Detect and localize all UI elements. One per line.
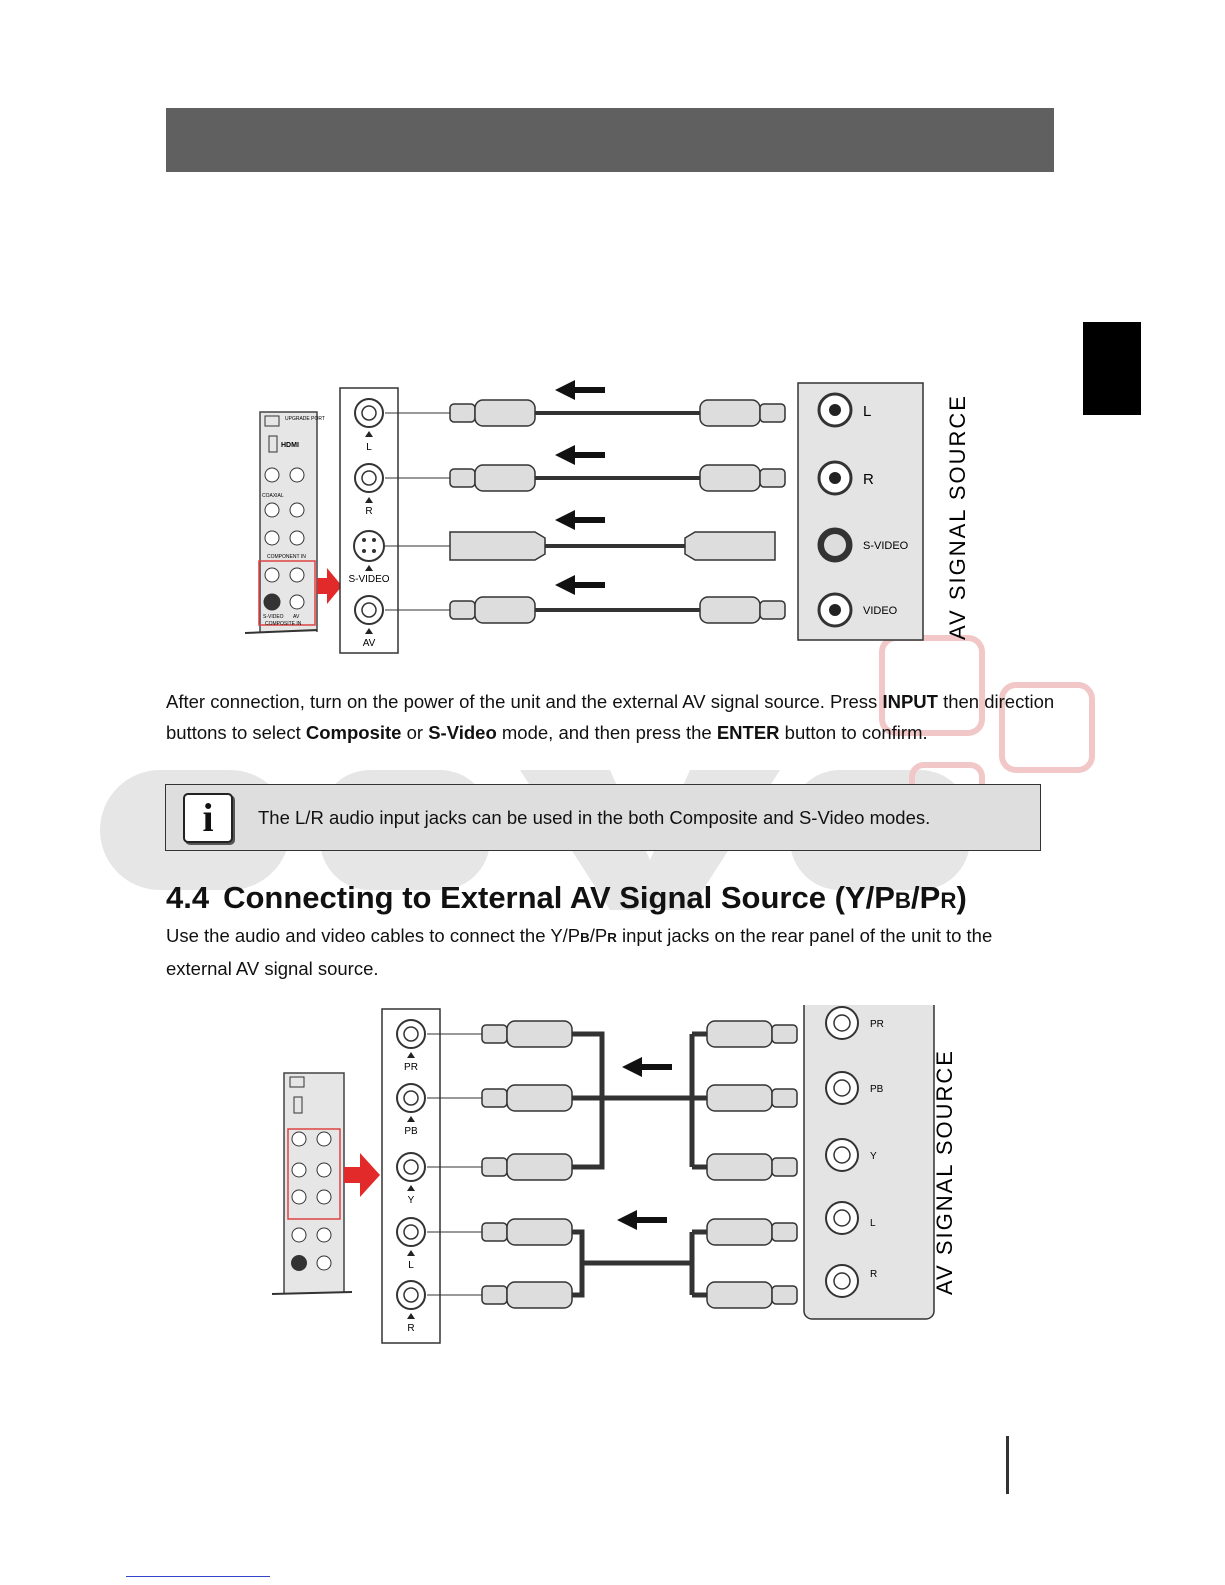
- jack-label-y: Y: [408, 1195, 415, 1206]
- composite-in-label: COMPOSITE IN: [265, 621, 302, 627]
- jack-label-svideo: S-VIDEO: [348, 574, 389, 585]
- red-arrow: [317, 568, 342, 604]
- jack-label-av: AV: [363, 638, 376, 649]
- tv-rear-panel: UPGRADE PORT HDMI COAXIAL COMPONENT IN S…: [245, 411, 325, 634]
- jack-label-r: R: [365, 506, 372, 517]
- info-note: i The L/R audio input jacks can be used …: [165, 784, 1041, 851]
- jack-label-r2: R: [407, 1323, 414, 1334]
- hdmi-label: HDMI: [281, 442, 299, 449]
- component-source-panel: [803, 1005, 935, 1320]
- chapter-side-tab: [1083, 322, 1141, 415]
- source-label-svideo: S-VIDEO: [863, 540, 909, 552]
- svideo-small-label: S-VIDEO: [263, 614, 284, 620]
- connection-instructions: After connection, turn on the power of t…: [166, 691, 1055, 743]
- enter-key: ENTER: [716, 722, 780, 743]
- source-label-l2: L: [870, 1218, 876, 1229]
- source-label-r2: R: [870, 1269, 877, 1280]
- svideo-mode: S-Video: [428, 722, 497, 743]
- rca-plugs: [449, 399, 786, 624]
- source-label-pb: PB: [870, 1084, 884, 1095]
- chapter-header-bar: [166, 108, 1054, 172]
- jack-label-pb: PB: [404, 1126, 418, 1137]
- component-direction-arrows: [617, 1057, 672, 1230]
- input-key: INPUT: [882, 691, 938, 712]
- av-small-label: AV: [293, 614, 300, 620]
- av-source-panel: [797, 382, 924, 641]
- tv-rear-panel-2: [272, 1072, 353, 1295]
- composite-svideo-connection-diagram: UPGRADE PORT HDMI COAXIAL COMPONENT IN S…: [245, 380, 970, 654]
- section-number: 4.4: [166, 880, 210, 915]
- info-icon: i: [183, 793, 233, 843]
- direction-arrows: [555, 380, 605, 595]
- component-source-jacks: PR PB Y L R: [825, 1006, 884, 1298]
- left-jacks: L R S-VIDEO AV: [348, 398, 390, 649]
- note-text: The L/R audio input jacks can be used in…: [258, 807, 931, 828]
- coaxial-label: COAXIAL: [262, 493, 284, 499]
- composite-mode: Composite: [305, 722, 402, 743]
- source-label-pr: PR: [870, 1019, 884, 1030]
- av-signal-source-label-2: AV SIGNAL SOURCE: [932, 1049, 957, 1295]
- footer-link-underline: [126, 1576, 270, 1577]
- component-left-jacks: PR PB Y L R: [396, 1019, 426, 1334]
- jack-label-pr: PR: [404, 1062, 418, 1073]
- source-label-l: L: [863, 403, 871, 420]
- source-label-r: R: [863, 471, 874, 488]
- component-cables: [427, 1031, 707, 1298]
- upgrade-port-label: UPGRADE PORT: [285, 416, 325, 422]
- source-label-y: Y: [870, 1151, 877, 1162]
- component-instructions: Use the audio and video cables to connec…: [166, 925, 993, 979]
- source-label-video: VIDEO: [863, 605, 898, 617]
- jack-label-l: L: [366, 442, 372, 453]
- component-connection-diagram: PR PB Y L R PR PB Y: [272, 1005, 957, 1344]
- jack-label-l2: L: [408, 1260, 414, 1271]
- red-arrow-2: [344, 1153, 380, 1197]
- cables: [385, 411, 700, 612]
- page-footer-divider: [1006, 1436, 1009, 1494]
- component-rca-plugs: [481, 1020, 798, 1309]
- source-jacks: L R S-VIDEO VIDEO: [817, 392, 909, 628]
- av-signal-source-label: AV SIGNAL SOURCE: [945, 394, 970, 640]
- component-in-label: COMPONENT IN: [267, 554, 306, 560]
